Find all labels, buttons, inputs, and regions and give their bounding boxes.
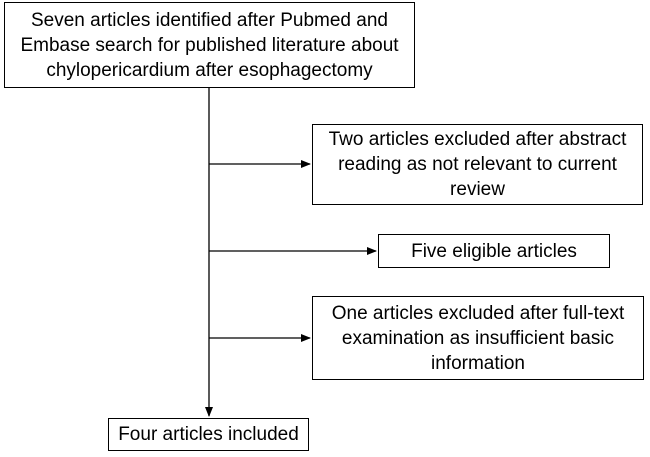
excluded-abstract-text: Two articles excluded after abstract rea…	[328, 129, 627, 200]
eligible-articles-box: Five eligible articles	[378, 234, 610, 268]
excluded-abstract-box: Two articles excluded after abstract rea…	[312, 124, 643, 205]
excluded-fulltext-text: One articles excluded after full-text ex…	[331, 302, 625, 374]
included-articles-box: Four articles included	[108, 418, 309, 451]
identified-articles-text: Seven articles identified after Pubmed a…	[20, 9, 399, 81]
excluded-fulltext-box: One articles excluded after full-text ex…	[312, 296, 644, 380]
included-articles-text: Four articles included	[118, 424, 299, 445]
eligible-articles-text: Five eligible articles	[411, 240, 577, 262]
identified-articles-box: Seven articles identified after Pubmed a…	[4, 2, 415, 88]
